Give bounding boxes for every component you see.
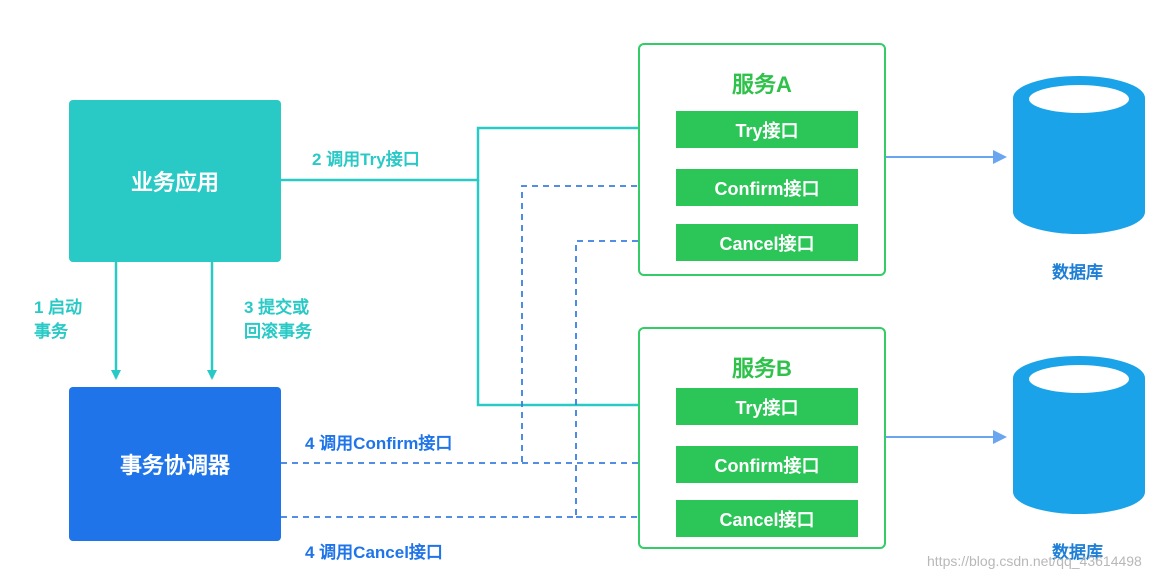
confirm-arrow-service-a <box>281 181 668 464</box>
service-a-cancel-interface: Cancel接口 <box>676 224 858 261</box>
service-a-confirm-interface: Confirm接口 <box>676 169 858 206</box>
watermark: https://blog.csdn.net/qq_43614498 <box>927 553 1142 569</box>
call-cancel-label: 4 调用Cancel接口 <box>305 543 443 562</box>
business-app-label: 业务应用 <box>130 170 219 195</box>
start-transaction-label: 1 启动 事务 <box>34 298 83 341</box>
cancel-arrow-service-a <box>281 236 668 518</box>
transaction-coordinator-box: 事务协调器 <box>69 387 281 541</box>
service-a-title: 服务A <box>732 72 792 97</box>
business-app-box: 业务应用 <box>69 100 281 262</box>
service-a-try-interface: Try接口 <box>676 111 858 148</box>
try-arrow-service-b <box>476 180 668 410</box>
transaction-coordinator-label: 事务协调器 <box>119 453 230 478</box>
call-try-label: 2 调用Try接口 <box>312 150 420 169</box>
service-b-title: 服务B <box>732 356 792 381</box>
commit-rollback-label: 3 提交或 回滚事务 <box>244 298 312 341</box>
service-b-try-interface: Try接口 <box>676 388 858 425</box>
try-arrow-service-a <box>281 123 668 182</box>
call-confirm-label: 4 调用Confirm接口 <box>305 434 453 453</box>
database-icon-a <box>1013 76 1145 234</box>
service-b-box: 服务B Try接口 Confirm接口 Cancel接口 <box>638 327 886 549</box>
service-b-confirm-interface: Confirm接口 <box>676 446 858 483</box>
service-b-cancel-interface: Cancel接口 <box>676 500 858 537</box>
database-label-b: 数据库 <box>1052 543 1103 562</box>
database-label-a: 数据库 <box>1052 263 1103 282</box>
service-a-box: 服务A Try接口 Confirm接口 Cancel接口 <box>638 43 886 276</box>
database-icon-b <box>1013 356 1145 514</box>
